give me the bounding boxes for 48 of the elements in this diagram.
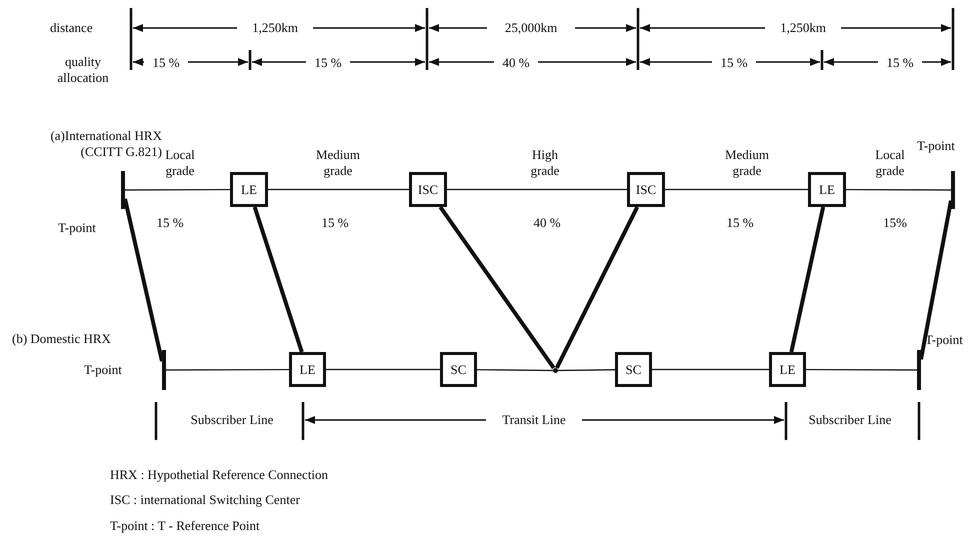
connection-line [447,188,627,190]
connection-line [252,206,304,353]
connection-line [166,368,289,371]
switch-box: LE [289,352,326,387]
connection-line [554,206,640,369]
axis-label: quality allocation [56,54,110,86]
point-label: T-point [917,138,955,154]
distance-value: 1,250km [778,20,828,36]
connection-line [125,188,230,191]
note-text: ISC : international Switching Center [110,492,300,508]
switch-box: SC [615,352,652,387]
connection-line [477,369,553,372]
point-label: T-point [58,220,96,236]
switch-box: LE [769,352,806,387]
grade-label: Medium grade [314,147,362,179]
connection-line [919,200,953,360]
grade-label: Medium grade [724,147,770,179]
point-label: T-point [84,362,122,378]
distance-value: 1,250km [250,20,300,36]
junction-dot [553,368,558,373]
connection-line [123,198,164,362]
connection-line [806,368,917,371]
switch-box: ISC [627,172,665,207]
connection-line [326,368,440,370]
switch-box: LE [808,172,846,207]
terminal-bar [121,171,125,209]
note-text: T-point : T - Reference Point [110,518,260,534]
switch-box: ISC [409,172,447,207]
connection-line [268,188,409,190]
terminal-bar [917,350,921,390]
switch-box: SC [440,352,477,387]
grade-label: Local grade [874,147,906,179]
terminal-bar [162,350,166,390]
note-text: HRX : Hypothetial Reference Connection [110,467,328,483]
terminal-bar [951,171,955,209]
section-heading: (a)International HRX (CCITT G.821) [49,128,162,160]
connection-line [558,369,615,372]
connection-line [789,206,826,352]
connection-line [652,368,769,370]
connection-line [438,206,556,370]
point-label: T-point [925,332,963,348]
switch-box: LE [230,172,268,207]
distance-value: 25,000km [502,20,560,36]
axis-label: distance [50,20,93,36]
grade-label: High grade [530,147,560,179]
connection-line [665,188,808,190]
connection-line [846,188,951,191]
section-heading: (b) Domestic HRX [12,331,111,347]
